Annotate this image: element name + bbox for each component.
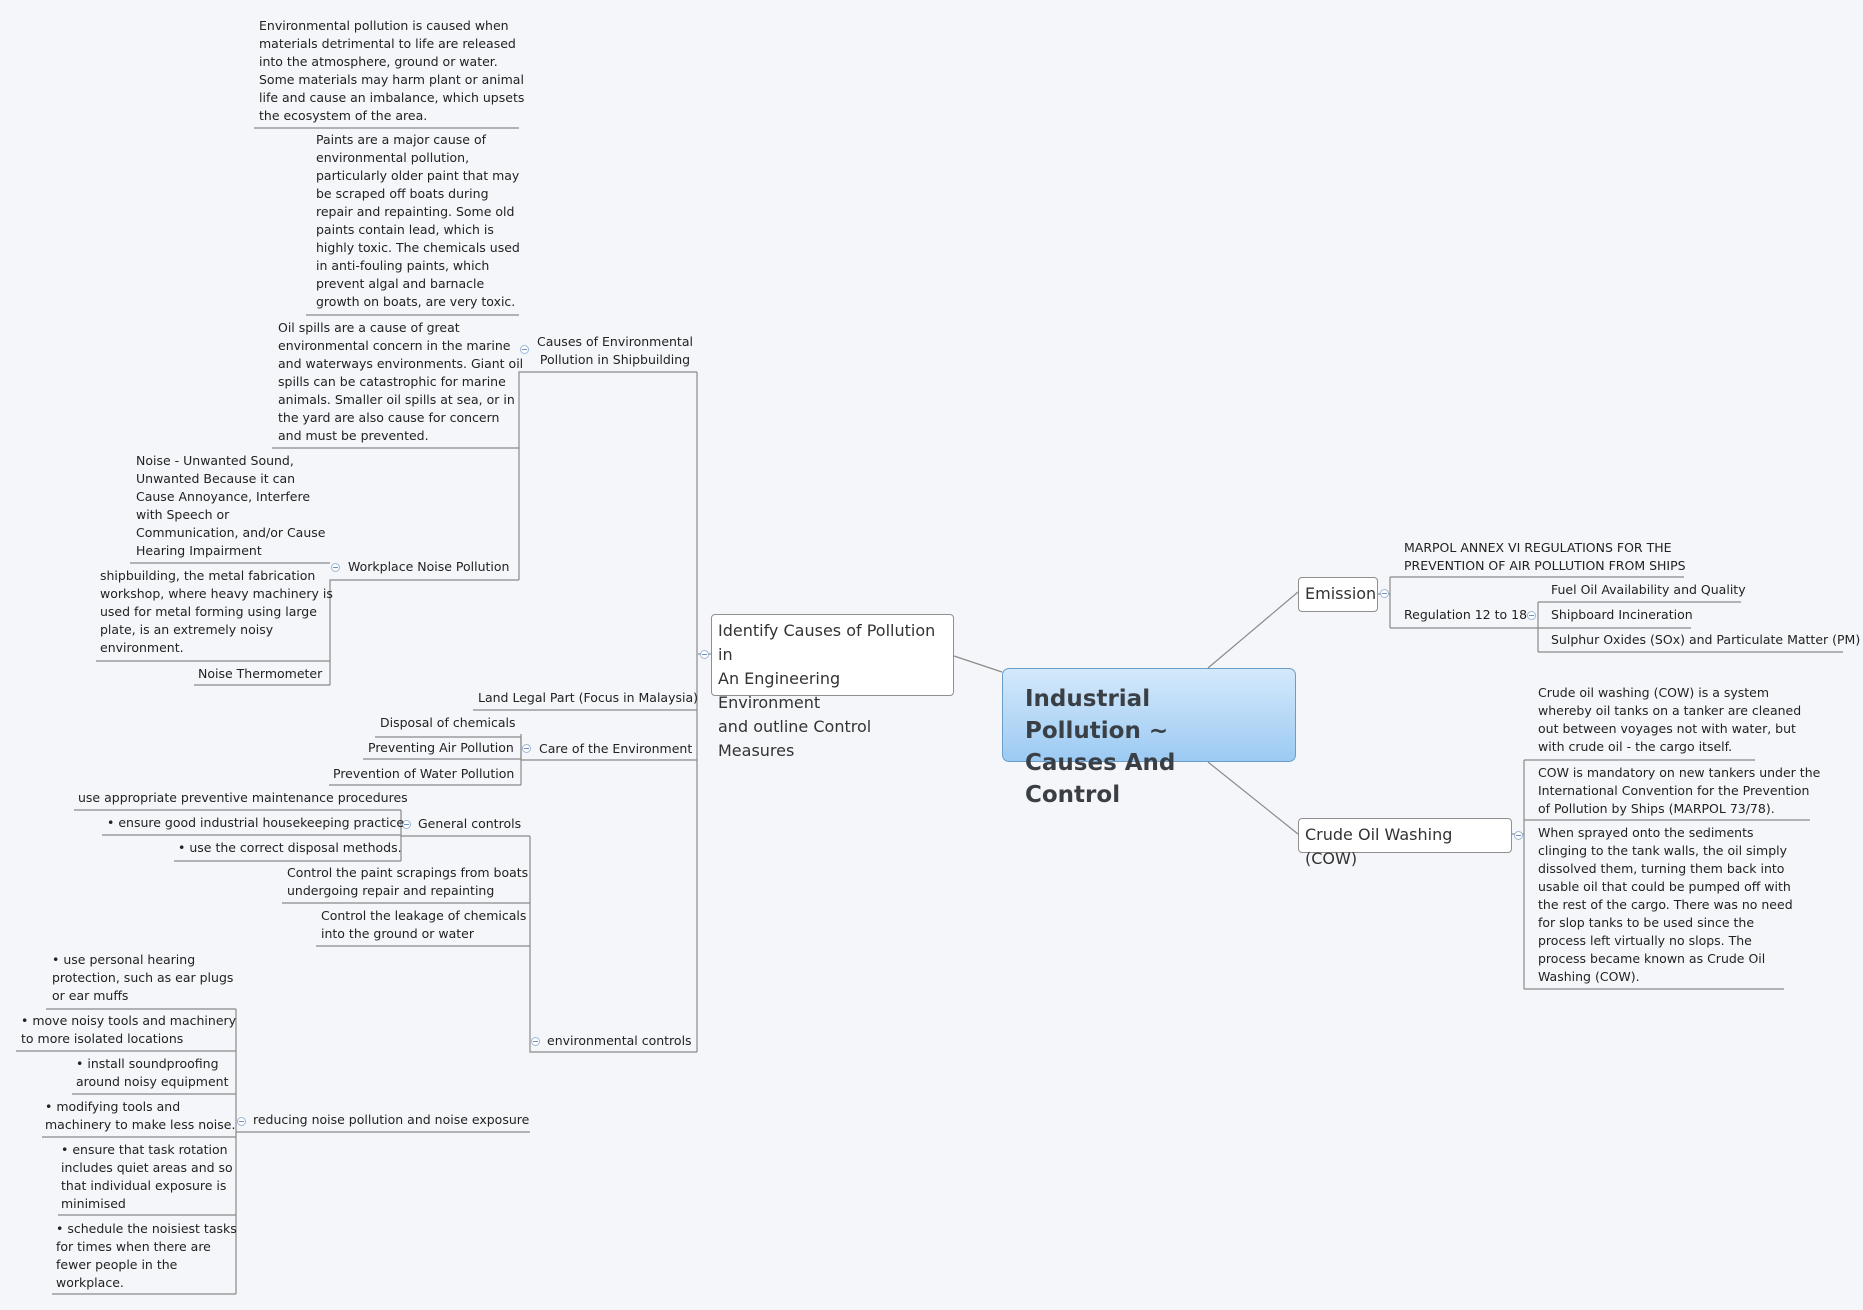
collapse-icon[interactable] bbox=[331, 563, 340, 572]
central-topic[interactable]: Industrial Pollution ~ Causes And Contro… bbox=[1002, 668, 1296, 808]
shipbuilding-noise-note: shipbuilding, the metal fabrication work… bbox=[100, 568, 333, 655]
collapse-icon[interactable] bbox=[531, 1037, 540, 1046]
workplace-noise-label[interactable]: Workplace Noise Pollution bbox=[348, 559, 510, 574]
care-item: Disposal of chemicals bbox=[380, 715, 516, 730]
general-controls-label[interactable]: General controls bbox=[418, 816, 522, 831]
collapse-icon[interactable] bbox=[1527, 611, 1536, 620]
noise-measure-item: • move noisy tools and machinery to more… bbox=[21, 1013, 237, 1046]
land-legal-item[interactable]: Land Legal Part (Focus in Malaysia) bbox=[478, 690, 698, 705]
general-controls-item: • use the correct disposal methods. bbox=[178, 840, 402, 855]
noise-measure-item: • ensure that task rotation includes qui… bbox=[61, 1142, 233, 1211]
emission-node[interactable]: Emission bbox=[1298, 577, 1378, 612]
marpol-annex-note: MARPOL ANNEX VI REGULATIONS FOR THE PREV… bbox=[1404, 540, 1686, 573]
noise-measure-item: • schedule the noisiest tasks for times … bbox=[56, 1221, 237, 1290]
collapse-icon[interactable] bbox=[1514, 831, 1523, 840]
noise-measure-item: • modifying tools and machinery to make … bbox=[45, 1099, 236, 1132]
paint-scrapings-item: Control the paint scrapings from boats u… bbox=[287, 865, 529, 898]
noise-measure-item: • use personal hearing protection, such … bbox=[52, 952, 234, 1003]
crude-oil-washing-node[interactable]: Crude Oil Washing (COW) bbox=[1298, 818, 1512, 868]
cow-note: Crude oil washing (COW) is a system wher… bbox=[1538, 685, 1802, 754]
care-environment-label[interactable]: Care of the Environment bbox=[539, 741, 693, 756]
identify-causes-node[interactable]: Identify Causes of Pollution in An Engin… bbox=[711, 614, 954, 760]
collapse-icon[interactable] bbox=[1380, 589, 1389, 598]
general-controls-item: • ensure good industrial housekeeping pr… bbox=[107, 815, 405, 830]
regulation-label[interactable]: Regulation 12 to 18 bbox=[1404, 607, 1528, 622]
regulation-item: Sulphur Oxides (SOx) and Particulate Mat… bbox=[1551, 632, 1861, 647]
env-pollution-definition: Environmental pollution is caused when m… bbox=[259, 18, 525, 123]
cow-note: When sprayed onto the sediments clinging… bbox=[1538, 825, 1793, 984]
collapse-icon[interactable] bbox=[237, 1117, 246, 1126]
collapse-icon[interactable] bbox=[520, 345, 529, 354]
environmental-controls-label[interactable]: environmental controls bbox=[547, 1033, 692, 1048]
oil-spills-note: Oil spills are a cause of great environm… bbox=[278, 320, 524, 443]
paints-cause-note: Paints are a major cause of environmenta… bbox=[316, 132, 520, 309]
noise-measure-item: • install soundproofing around noisy equ… bbox=[76, 1056, 229, 1089]
general-controls-item: use appropriate preventive maintenance p… bbox=[78, 790, 408, 805]
collapse-icon[interactable] bbox=[522, 744, 531, 753]
care-item: Preventing Air Pollution bbox=[368, 740, 514, 755]
noise-thermometer-item: Noise Thermometer bbox=[198, 666, 323, 681]
collapse-icon[interactable] bbox=[700, 650, 709, 659]
noise-definition-note: Noise - Unwanted Sound, Unwanted Because… bbox=[136, 453, 326, 558]
collapse-icon[interactable] bbox=[402, 820, 411, 829]
chemical-leakage-item: Control the leakage of chemicals into th… bbox=[321, 908, 527, 941]
causes-label[interactable]: Causes of Environmental Pollution in Shi… bbox=[537, 334, 693, 367]
cow-note: COW is mandatory on new tankers under th… bbox=[1538, 765, 1821, 816]
regulation-item: Fuel Oil Availability and Quality bbox=[1551, 582, 1746, 597]
reducing-noise-label[interactable]: reducing noise pollution and noise expos… bbox=[253, 1112, 530, 1127]
care-item: Prevention of Water Pollution bbox=[333, 766, 515, 781]
regulation-item: Shipboard Incineration bbox=[1551, 607, 1693, 622]
